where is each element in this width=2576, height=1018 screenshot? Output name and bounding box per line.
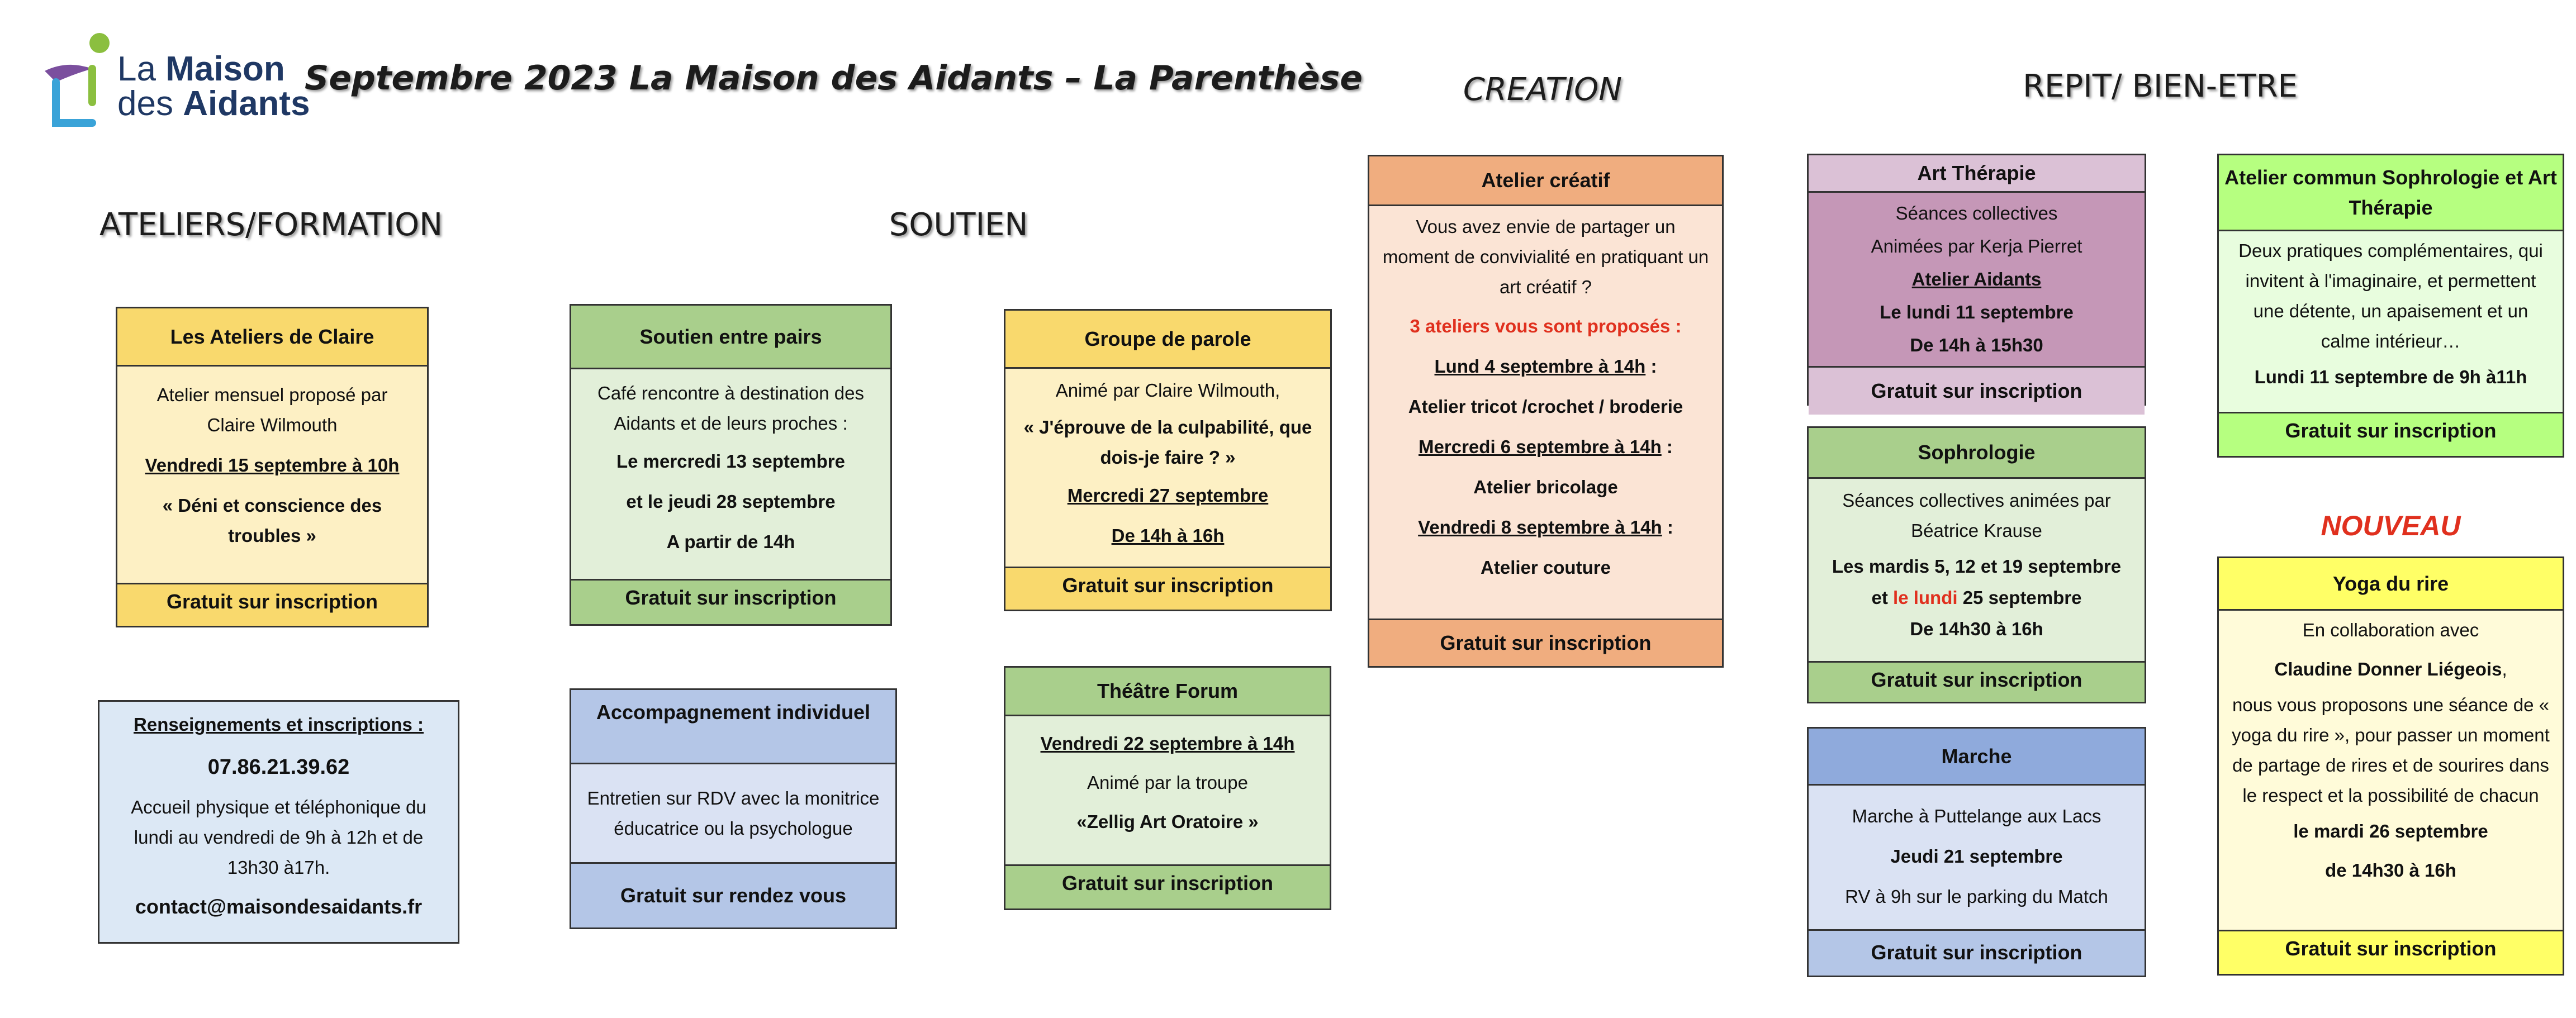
event-time: De 14h à 15h30	[1910, 335, 2043, 355]
atelier-aidants: Atelier Aidants	[1911, 269, 2042, 289]
card-atelier-creatif: Atelier créatif Vous avez envie de parta…	[1368, 155, 1724, 668]
card-text: Séances collectives animées par Béatrice…	[1842, 490, 2111, 541]
card-text: En collaboration avec	[2302, 620, 2479, 640]
event-date: Vendredi 22 septembre à 14h	[1040, 733, 1295, 754]
signup-footer: Gratuit sur inscription	[1005, 567, 1330, 610]
card-theatre-forum: Théâtre Forum Vendredi 22 septembre à 14…	[1004, 666, 1331, 910]
logo: La Maison des Aidants	[39, 31, 310, 131]
card-text: Séances collectives	[1895, 203, 2058, 223]
logo-text-la: La	[117, 50, 156, 88]
card-accompagnement: Accompagnement individuel Entretien sur …	[570, 688, 897, 929]
event-date: Jeudi 21 septembre	[1890, 846, 2063, 867]
contact-hours: Accueil physique et téléphonique du lund…	[131, 797, 426, 878]
card-text: Deux pratiques complémentaires, qui invi…	[2238, 240, 2543, 351]
troupe-name: «Zellig Art Oratoire »	[1076, 811, 1259, 832]
card-atelier-commun: Atelier commun Sophrologie et Art Thérap…	[2217, 154, 2564, 458]
le-lundi-highlight: le lundi	[1893, 587, 1958, 608]
atelier-name: Atelier bricolage	[1473, 477, 1618, 497]
signup-footer: Gratuit sur inscription	[1369, 619, 1722, 666]
card-text: Marche à Puttelange aux Lacs	[1852, 806, 2101, 826]
event-date: le mardi 26 septembre	[2293, 821, 2488, 841]
card-text: RV à 9h sur le parking du Match	[1845, 886, 2108, 907]
nouveau-label: NOUVEAU	[2321, 510, 2461, 541]
card-text: Claire Wilmouth	[207, 415, 338, 435]
card-yoga-du-rire: Yoga du rire En collaboration avec Claud…	[2217, 556, 2564, 976]
contact-title: Renseignements et inscriptions :	[134, 714, 424, 735]
section-creation-heading: CREATION	[1463, 72, 1623, 108]
card-text: nous vous proposons une séance de « yoga…	[2232, 694, 2550, 806]
event-date: Vendredi 15 septembre à 10h	[145, 455, 400, 475]
section-soutien-heading: SOUTIEN	[889, 207, 1028, 243]
page-title: Septembre 2023 La Maison des Aidants – L…	[305, 59, 1363, 98]
card-header: Accompagnement individuel	[571, 690, 895, 764]
signup-footer: Gratuit sur inscription	[1809, 366, 2145, 415]
card-text: Vous avez envie de partager un moment de…	[1382, 216, 1709, 297]
card-soutien-pairs: Soutien entre pairs Café rencontre à des…	[570, 304, 892, 626]
event-date: Le lundi 11 septembre	[1880, 302, 2074, 322]
logo-figure-icon	[45, 33, 110, 127]
card-header: Art Thérapie	[1809, 155, 2145, 193]
signup-footer: Gratuit sur inscription	[2219, 930, 2563, 974]
section-ateliers-heading: ATELIERS/FORMATION	[99, 207, 443, 243]
event-time: De 14h à 16h	[1111, 525, 1225, 546]
comma-text: ,	[2502, 659, 2507, 679]
event-date: Lund 4 septembre à 14h	[1434, 356, 1646, 377]
yoga-partner: Claudine Donner Liégeois	[2274, 659, 2502, 679]
card-header: Théâtre Forum	[1005, 668, 1330, 716]
logo-text-des: des	[117, 84, 173, 123]
card-sophrologie: Sophrologie Séances collectives animées …	[1807, 426, 2146, 703]
card-art-therapie: Art Thérapie Séances collectives Animées…	[1807, 154, 2146, 415]
colon-text: :	[1662, 517, 1673, 537]
card-text: Entretien sur RDV avec la monitrice éduc…	[587, 787, 880, 839]
contact-phone: 07.86.21.39.62	[207, 755, 350, 779]
card-text: Café rencontre à destination des Aidants…	[597, 383, 864, 434]
contact-email[interactable]: contact@maisondesaidants.fr	[135, 895, 423, 918]
signup-footer: Gratuit sur inscription	[117, 583, 427, 626]
signup-footer: Gratuit sur inscription	[1005, 864, 1330, 908]
card-marche: Marche Marche à Puttelange aux Lacs Jeud…	[1807, 727, 2146, 977]
event-time: De 14h30 à 16h	[1910, 619, 2043, 639]
event-date: Le mercredi 13 septembre	[616, 451, 846, 472]
card-header: Groupe de parole	[1005, 311, 1330, 369]
signup-footer: Gratuit sur rendez vous	[571, 862, 895, 927]
colon-text: :	[1661, 436, 1673, 457]
signup-footer: Gratuit sur inscription	[1809, 929, 2145, 976]
card-header: Marche	[1809, 729, 2145, 786]
section-repit-heading: REPIT/ BIEN-ETRE	[2023, 68, 2298, 104]
card-header: Sophrologie	[1809, 428, 2145, 479]
event-date: et le jeudi 28 septembre	[626, 491, 836, 512]
event-date: Les mardis 5, 12 et 19 septembre	[1832, 556, 2122, 577]
sophro-date: 25 septembre	[1957, 587, 2082, 608]
event-date: Mercredi 6 septembre à 14h	[1419, 436, 1662, 457]
logo-text-aidants: Aidants	[183, 84, 310, 123]
card-header: Atelier créatif	[1369, 156, 1722, 206]
event-date: Lundi 11 septembre de 9h à11h	[2254, 367, 2527, 387]
signup-footer: Gratuit sur inscription	[2219, 412, 2563, 456]
signup-footer: Gratuit sur inscription	[1809, 661, 2145, 702]
card-text: Animées par Kerja Pierret	[1871, 236, 2082, 256]
ateliers-proposes: 3 ateliers vous sont proposés :	[1410, 316, 1682, 336]
colon-text: :	[1645, 356, 1657, 377]
card-groupe-parole: Groupe de parole Animé par Claire Wilmou…	[1004, 309, 1332, 611]
event-time: de 14h30 à 16h	[2325, 860, 2456, 881]
signup-footer: Gratuit sur inscription	[571, 579, 890, 624]
contact-box: Renseignements et inscriptions : 07.86.2…	[98, 700, 459, 944]
event-theme: « Déni et conscience des troubles »	[162, 495, 382, 546]
card-header: Soutien entre pairs	[571, 306, 890, 369]
event-date: Vendredi 8 septembre à 14h	[1418, 517, 1662, 537]
atelier-name: Atelier couture	[1481, 557, 1611, 578]
event-theme: « J'éprouve de la culpabilité, que dois-…	[1023, 417, 1312, 468]
card-header: Yoga du rire	[2219, 558, 2563, 611]
card-text: Atelier mensuel proposé par	[156, 384, 388, 405]
card-header: Atelier commun Sophrologie et Art Thérap…	[2219, 155, 2563, 231]
card-ateliers-claire: Les Ateliers de Claire Atelier mensuel p…	[116, 307, 429, 627]
event-date: Mercredi 27 septembre	[1067, 485, 1269, 506]
logo-text-maison: Maison	[165, 50, 285, 88]
atelier-name: Atelier tricot /crochet / broderie	[1408, 396, 1683, 417]
card-header: Les Ateliers de Claire	[117, 308, 427, 367]
card-text: Animé par Claire Wilmouth,	[1055, 380, 1280, 401]
card-text: Animé par la troupe	[1087, 772, 1248, 793]
sophro-et: et	[1871, 587, 1894, 608]
event-time: A partir de 14h	[666, 531, 795, 552]
